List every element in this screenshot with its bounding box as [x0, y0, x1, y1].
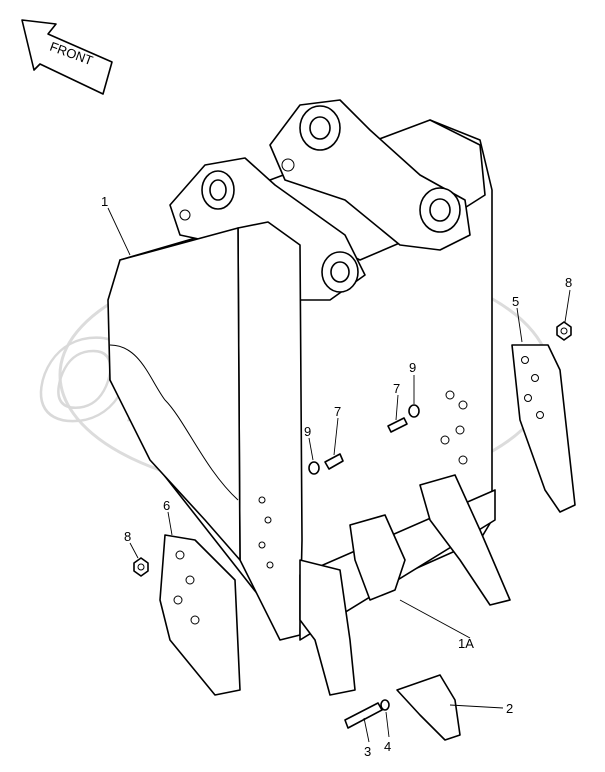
callout-cutting-edge: 1A: [458, 636, 474, 651]
front-direction-arrow: FRONT: [21, 19, 113, 95]
callout-bolt-right: 7: [393, 381, 400, 396]
callout-nut-left: 8: [124, 529, 131, 544]
right-side-cutter: [511, 344, 576, 513]
bucket-assembly: [107, 99, 511, 696]
nut-right: [556, 321, 572, 341]
callouts: 1 1A 2 3 4 5 6 7 7 8 8 9 9: [101, 194, 572, 759]
callout-washer-left: 9: [304, 424, 311, 439]
callout-lock-washer: 4: [384, 739, 391, 754]
left-side-cutter: [159, 534, 241, 696]
washer-left: [308, 461, 320, 475]
callout-nut-right: 8: [565, 275, 572, 290]
callout-pin: 3: [364, 744, 371, 759]
bolt-right: [387, 417, 408, 433]
callout-left-side-cutter: 6: [163, 498, 170, 513]
leader-lines: [107, 207, 571, 743]
callout-tooth: 2: [506, 701, 513, 716]
tooth: [396, 674, 461, 741]
callout-bucket: 1: [101, 194, 108, 209]
nut-left: [133, 557, 149, 577]
bolt-left: [324, 453, 344, 470]
callout-bolt-left: 7: [334, 404, 341, 419]
lock-washer: [380, 699, 390, 711]
pin: [344, 702, 383, 729]
callout-washer-right: 9: [409, 360, 416, 375]
callout-right-side-cutter: 5: [512, 294, 519, 309]
washer-right: [408, 404, 420, 418]
